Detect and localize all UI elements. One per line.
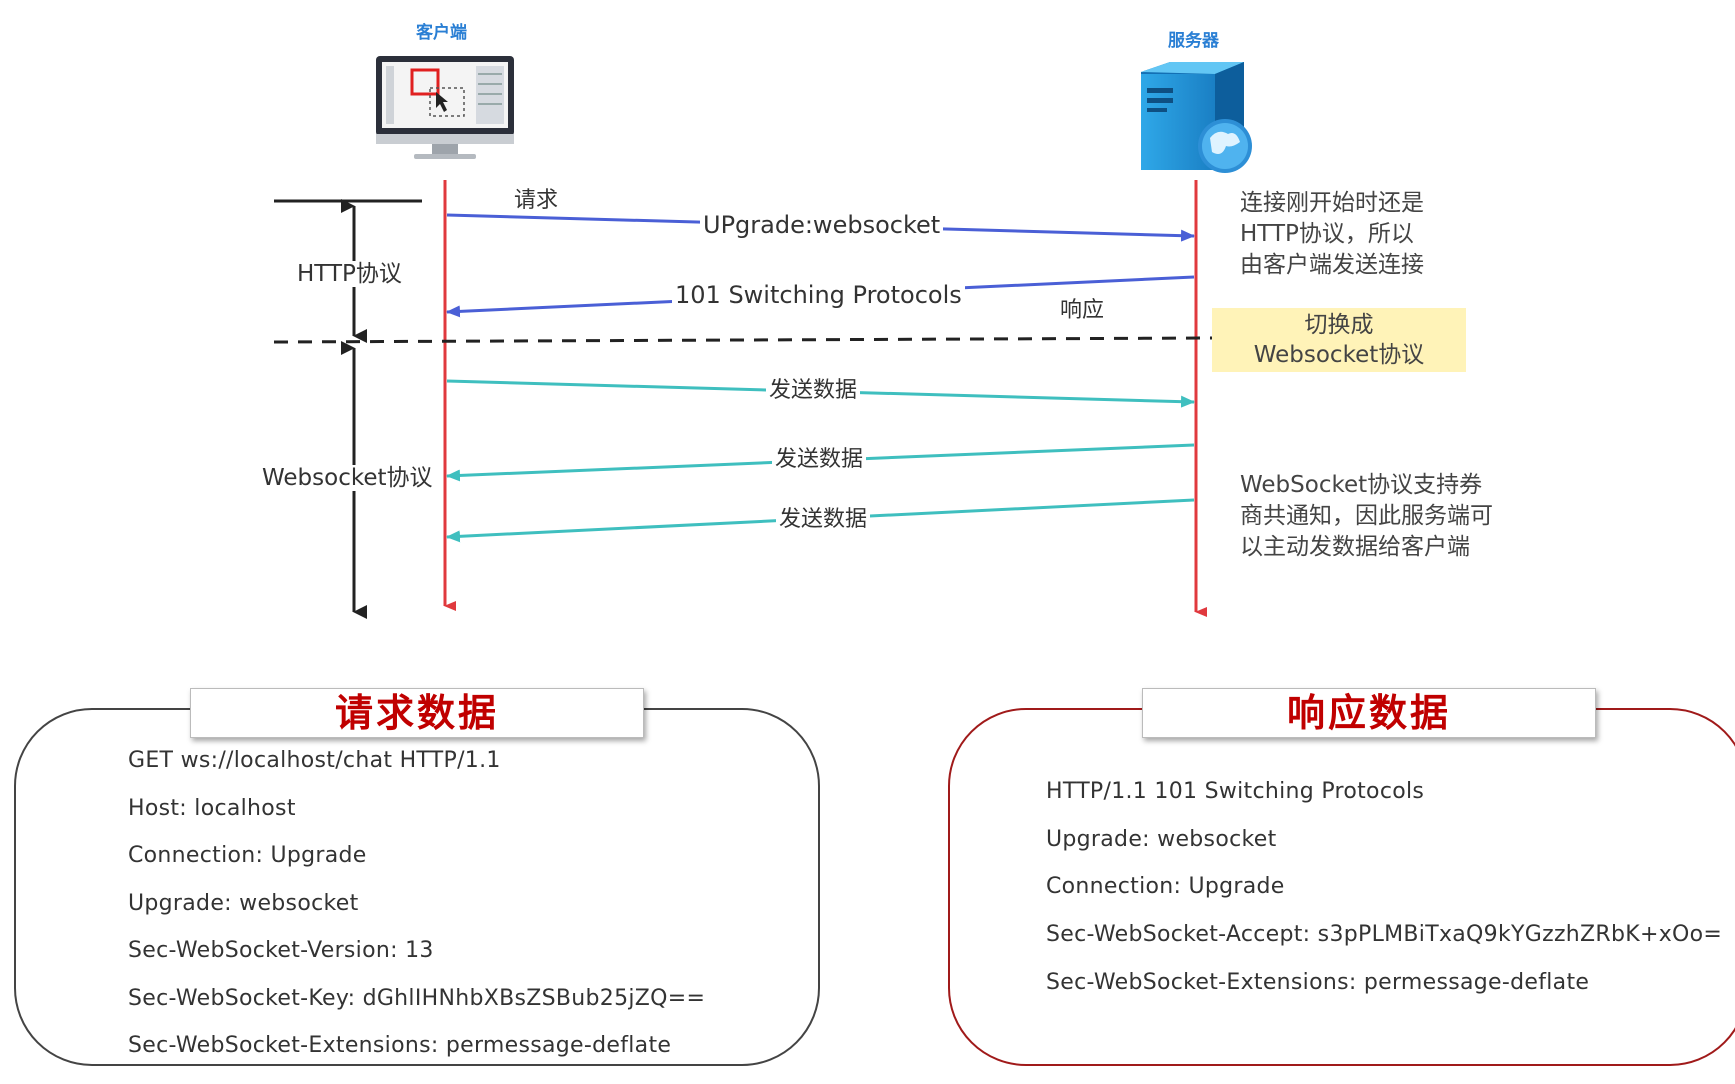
- request-line: Host: localhost: [128, 796, 296, 821]
- switching-label: 101 Switching Protocols: [672, 282, 965, 308]
- send-data-label-3: 发送数据: [776, 507, 871, 533]
- websocket-note-line: WebSocket协议支持券: [1240, 472, 1483, 498]
- client-computer-icon: [376, 56, 514, 159]
- send-data-label-1: 发送数据: [766, 378, 861, 404]
- websocket-note-line: 以主动发数据给客户端: [1240, 534, 1470, 560]
- response-line: Upgrade: websocket: [1046, 827, 1277, 852]
- http-note-line: 连接刚开始时还是: [1240, 190, 1424, 216]
- switch-note-line: 切换成: [1304, 312, 1374, 338]
- phase-divider: [273, 336, 1213, 344]
- request-label: 请求: [514, 188, 559, 213]
- response-data-title: 响应数据: [1142, 688, 1596, 738]
- request-line: Upgrade: websocket: [128, 891, 359, 916]
- request-data-title: 请求数据: [190, 688, 644, 738]
- http-note: 连接刚开始时还是 HTTP协议，所以 由客户端发送连接: [1240, 188, 1424, 281]
- request-line: Sec-WebSocket-Key: dGhlIHNhbXBsZSBub25jZ…: [128, 986, 706, 1011]
- request-line: Sec-WebSocket-Version: 13: [128, 938, 434, 963]
- request-line: GET ws://localhost/chat HTTP/1.1: [128, 748, 501, 773]
- send-data-label-2: 发送数据: [772, 447, 867, 473]
- response-line: HTTP/1.1 101 Switching Protocols: [1046, 779, 1425, 804]
- upgrade-label: UPgrade:websocket: [700, 212, 944, 238]
- request-line: Sec-WebSocket-Extensions: permessage-def…: [128, 1033, 672, 1058]
- response-line: Connection: Upgrade: [1046, 874, 1285, 899]
- websocket-note-line: 商共通知，因此服务端可: [1240, 503, 1493, 529]
- switch-note-line: Websocket协议: [1253, 342, 1425, 368]
- websocket-phase-label: Websocket协议: [259, 465, 436, 491]
- websocket-note: WebSocket协议支持券 商共通知，因此服务端可 以主动发数据给客户端: [1240, 470, 1493, 563]
- http-note-line: HTTP协议，所以: [1240, 221, 1414, 247]
- response-line: Sec-WebSocket-Extensions: permessage-def…: [1046, 970, 1590, 995]
- response-line: Sec-WebSocket-Accept: s3pPLMBiTxaQ9kYGzz…: [1046, 922, 1723, 947]
- http-phase-label: HTTP协议: [294, 261, 405, 287]
- http-note-line: 由客户端发送连接: [1240, 252, 1424, 278]
- request-line: Connection: Upgrade: [128, 843, 367, 868]
- server-icon: [1141, 62, 1252, 173]
- server-label: 服务器: [1168, 31, 1219, 51]
- client-label: 客户端: [416, 23, 467, 43]
- switch-sticky-note: 切换成 Websocket协议: [1212, 308, 1466, 372]
- response-label: 响应: [1060, 298, 1105, 323]
